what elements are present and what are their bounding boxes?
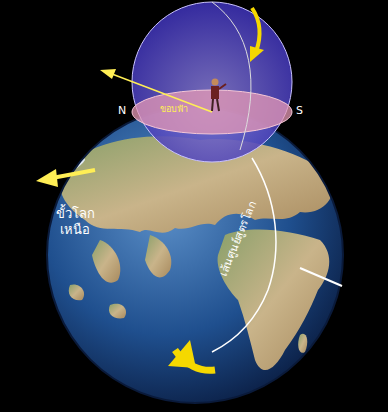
horizon-label: ขอบฟ้า bbox=[160, 104, 188, 115]
observer-figure bbox=[211, 79, 226, 112]
pole-label: ขั้วโลกเหนือ bbox=[50, 206, 100, 237]
direction-letter: S bbox=[296, 104, 303, 117]
direction-letter: N bbox=[118, 104, 126, 117]
